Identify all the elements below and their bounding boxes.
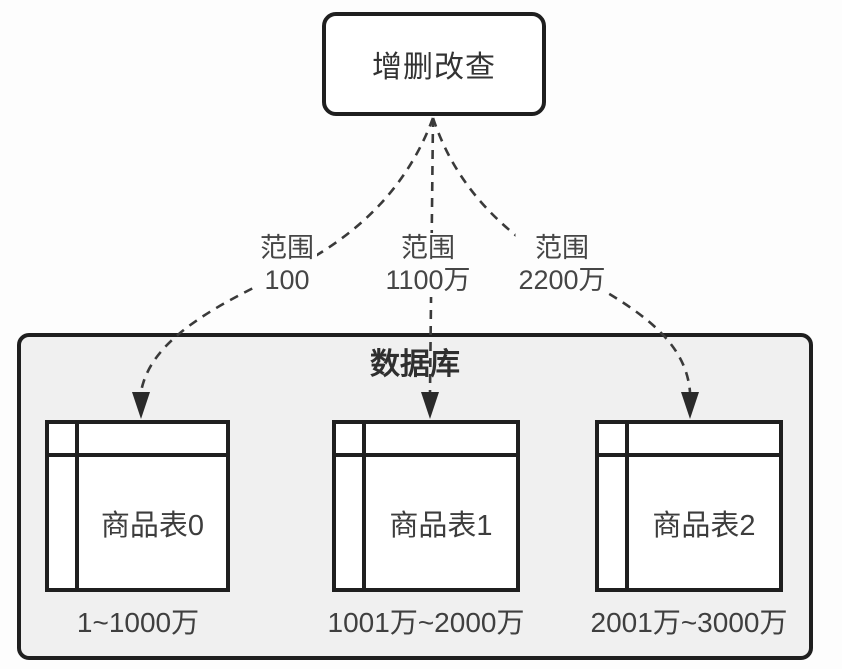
table-node-0: 商品表0	[45, 420, 230, 592]
crud-node-label: 增删改查	[372, 51, 496, 84]
table-node-2: 商品表2	[595, 420, 783, 592]
table-range-caption: 1~1000万	[76, 607, 200, 638]
arrow-label-range-1100w: 范围 1100万	[382, 233, 474, 297]
arrow-label-range-100: 范围 100	[257, 233, 317, 297]
table-range-caption: 1001万~2000万	[327, 607, 525, 638]
table-name: 商品表1	[389, 509, 493, 542]
table-node-1: 商品表1	[332, 420, 520, 592]
table-name: 商品表0	[100, 509, 205, 542]
crud-node: 增删改查	[322, 12, 546, 116]
table-column-divider	[625, 424, 629, 588]
table-column-divider	[75, 424, 79, 588]
table-column-divider	[362, 424, 366, 588]
range-label-title: 范围	[260, 233, 314, 263]
table-name: 商品表2	[652, 509, 756, 542]
table-header-divider	[336, 453, 516, 457]
table-header-divider	[49, 453, 226, 457]
table-header-divider	[599, 453, 779, 457]
range-label-value: 100	[264, 264, 310, 295]
arrow-label-range-2200w: 范围 2200万	[515, 233, 609, 297]
range-label-value: 1100万	[385, 264, 471, 295]
range-label-title: 范围	[534, 233, 589, 263]
table-range-caption: 2001万~3000万	[590, 607, 788, 638]
database-container: 商品表0 商品表1 商品表2 1~1000万 1001万~2000万 2001万…	[17, 333, 813, 660]
range-label-value: 2200万	[518, 264, 606, 295]
range-label-title: 范围	[401, 233, 455, 263]
